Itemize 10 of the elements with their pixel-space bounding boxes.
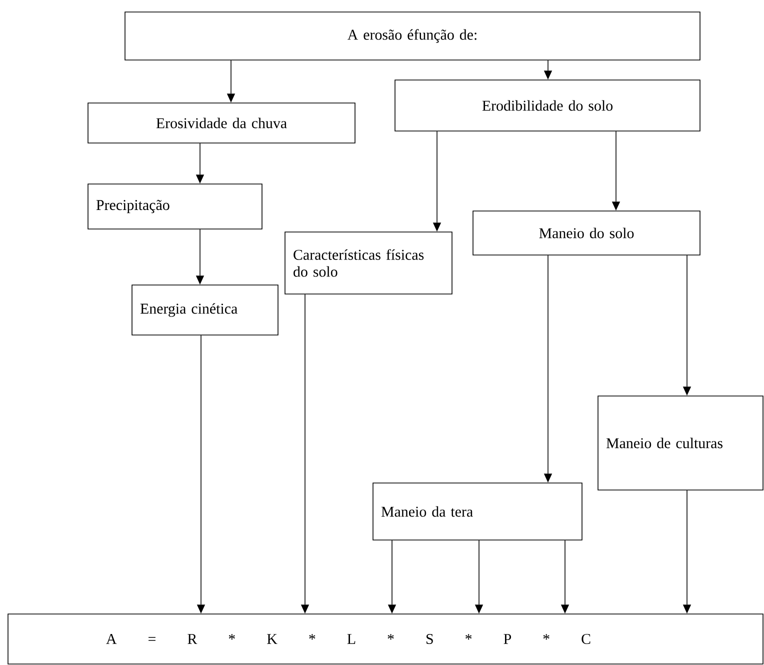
formula-box: A = R * K * L * S * P * C [8,614,764,664]
text-box: A erosão éfunção de: [124,12,700,60]
text-box: Erosividade da chuva [88,102,356,144]
text-box: Maneio da tera [372,482,582,540]
text-box: Maneio do solo [472,210,700,256]
text-box: Características físicas do solo [284,232,452,294]
text-box: Erodibilidade do solo [394,80,700,132]
text-box: Precipitação [88,184,262,230]
text-box: Energia cinética [132,284,278,336]
text-box: Maneio de culturas [598,396,764,490]
